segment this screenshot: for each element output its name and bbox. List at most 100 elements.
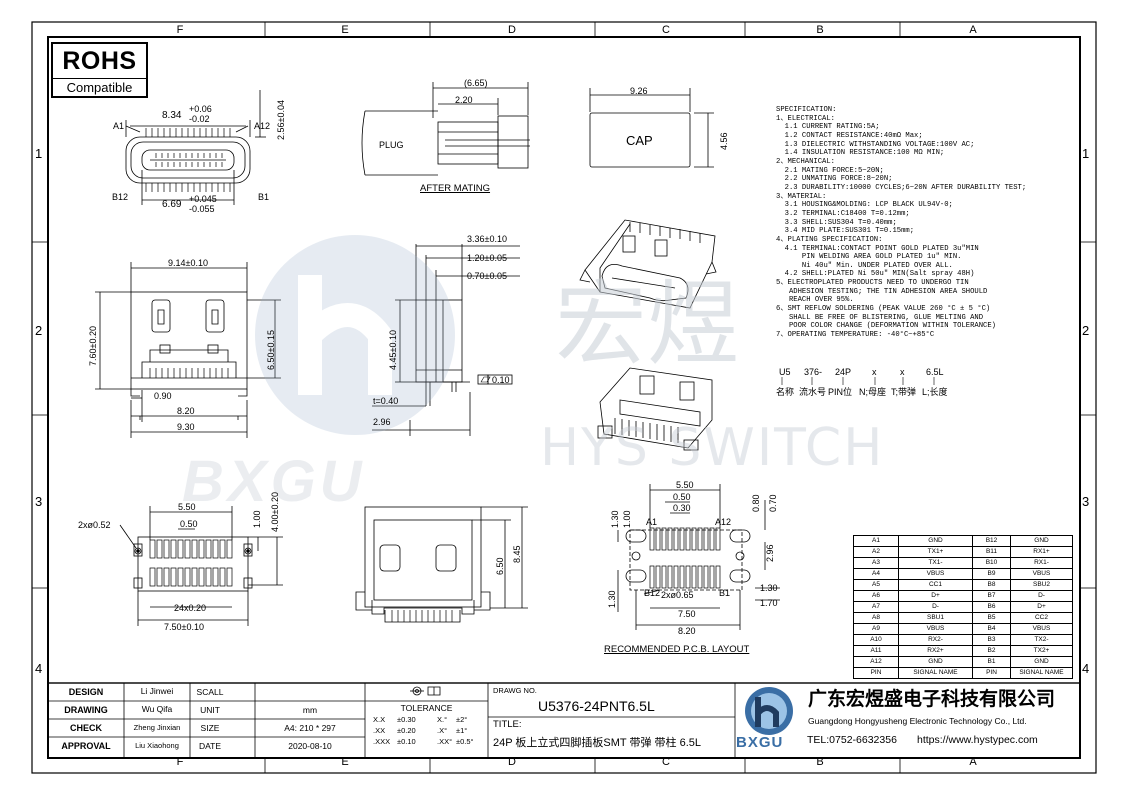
zone-col-a-bottom: A [969, 756, 977, 768]
pin-table-cell: SBU2 [1010, 579, 1073, 591]
rear-dim-650: 6.50 [495, 557, 505, 575]
side-flatness: 0.10 [492, 375, 510, 385]
pin-table-cell: TX1+ [898, 546, 973, 558]
dim-overall: (6.65) [464, 78, 488, 88]
front-dim-090: 0.90 [154, 391, 172, 401]
cap-label: CAP [626, 133, 653, 148]
pin-table-cell: RX1+ [1010, 546, 1073, 558]
watermark-logo-mark [255, 235, 455, 435]
tol-1-2: .X° [437, 726, 448, 735]
pin-table-cell: A12 [853, 656, 899, 668]
front-dim-left: 7.60±0.20 [88, 326, 98, 366]
pn-code-0: U5 [779, 367, 791, 377]
dim-width-tol-minus: -0.02 [189, 114, 210, 124]
front-dim-930: 9.30 [177, 422, 195, 432]
zone-col-c-bottom: C [662, 756, 670, 768]
front-dim-top: 9.14±0.10 [168, 258, 208, 268]
title-text: 24P 板上立式四脚插板SMT 带弹 带柱 6.5L [493, 737, 702, 749]
zone-col-f-bottom: F [176, 756, 184, 768]
pin-table-cell: RX2+ [898, 645, 973, 657]
zone-row-1-right: 1 [1082, 146, 1090, 161]
tol-2-2: .XX° [437, 737, 453, 746]
spec-line: 2.2 UNMATING FORCE:8~20N; [776, 175, 893, 184]
label-a12: A12 [254, 121, 271, 131]
rohs-title: ROHS [62, 47, 137, 75]
zone-col-e: E [341, 24, 349, 36]
pin-table-cell: B5 [972, 612, 1011, 624]
pin-table-header-cell: PIN [972, 667, 1011, 679]
pn-code-5: 6.5L [926, 367, 944, 377]
pcb-dim-130-top: 1.30 [610, 510, 620, 528]
pcb-dim-296: 2.96 [765, 544, 775, 562]
pin-table-cell: D- [898, 601, 973, 613]
watermark-cn: 宏煜 [555, 271, 740, 378]
pin-table-cell: B1 [972, 656, 1011, 668]
design-label: DESIGN [68, 687, 104, 697]
tol-0-0: X.X [373, 715, 386, 724]
zone-row-4: 4 [35, 661, 43, 676]
pin-table-cell: A7 [853, 601, 899, 613]
drawing-name: Wu Qifa [141, 704, 173, 714]
pcb-dim-750: 7.50 [678, 609, 696, 619]
spec-line: 5、ELECTROPLATED PRODUCTS NEED TO UNDERGO… [776, 279, 969, 288]
spec-line: 3.2 TERMINAL:C18400 T=0.12mm; [776, 209, 910, 218]
bottom-dim-100: 1.00 [252, 510, 262, 528]
spec-line: 1.2 CONTACT RESISTANCE:40mΩ Max; [776, 131, 923, 140]
tol-2-1: ±0.10 [397, 737, 416, 746]
pin-table-cell: GND [898, 656, 973, 668]
pin-table-cell: SBU1 [898, 612, 973, 624]
pin-table-cell: A1 [853, 535, 899, 547]
front-dim-820: 8.20 [177, 406, 195, 416]
unit-value: mm [302, 705, 318, 715]
spec-line: ADHESION TESTING; THE TIN ADHESION AREA … [776, 287, 988, 296]
pcb-dim-holes: 2xø0.65 [661, 590, 694, 600]
pin-table-cell: TX2- [1010, 634, 1073, 646]
company-logo-text: BXGU [736, 734, 784, 751]
spec-line: 2、MECHANICAL: [776, 157, 835, 166]
pcb-dim-550: 5.50 [676, 480, 694, 490]
pin-table-cell: B6 [972, 601, 1011, 613]
design-name: Li Jinwei [140, 686, 174, 696]
pin-table-cell: A2 [853, 546, 899, 558]
spec-line: 7、OPERATING TEMPERATURE: -40°C~+85°C [776, 331, 935, 340]
zone-col-d: D [508, 24, 516, 36]
pin-table-cell: GND [898, 535, 973, 547]
drawing-number: U5376-24PNT6.5L [538, 698, 655, 714]
spec-line: 2.1 MATING FORCE:5~20N; [776, 166, 884, 175]
pin-table-cell: VBUS [898, 568, 973, 580]
zone-col-b-bottom: B [816, 756, 824, 768]
pin-table-cell: A3 [853, 557, 899, 569]
spec-line: 3.1 HOUSING&MOLDING: LCP BLACK UL94V-0; [776, 201, 953, 210]
pn-meaning-2: PIN位 [828, 387, 853, 397]
zone-row-3: 3 [35, 494, 43, 509]
pin-table-cell: B8 [972, 579, 1011, 591]
check-name: Zheng Jinxian [133, 723, 181, 732]
pin-table-cell: TX1- [898, 557, 973, 569]
bottom-dim-050: 0.50 [180, 519, 198, 529]
rohs-badge: ROHS Compatible [51, 42, 148, 98]
dim-inner-tol-minus: -0.055 [189, 204, 215, 214]
pin-table-cell: A6 [853, 590, 899, 602]
scale-label: SCALL [196, 687, 224, 697]
pin-table-cell: A10 [853, 634, 899, 646]
spec-line: 4.2 SHELL:PLATED Ni 50u" MIN(Salt spray … [776, 270, 975, 279]
pcb-dim-030: 0.30 [673, 503, 691, 513]
zone-col-a: A [969, 24, 977, 36]
spec-line: 3、MATERIAL: [776, 192, 827, 201]
spec-line: 1、ELECTRICAL: [776, 114, 835, 123]
pcb-dim-820: 8.20 [678, 626, 696, 636]
zone-row-3-right: 3 [1082, 494, 1090, 509]
zone-col-e-bottom: E [341, 756, 349, 768]
pn-code-3: x [872, 367, 877, 377]
plug-label: PLUG [379, 140, 404, 150]
pcb-dim-070: 0.70 [768, 494, 778, 512]
drawing-label: DRAWING [64, 705, 108, 715]
zone-row-1: 1 [35, 146, 43, 161]
pin-table-cell: TX2+ [1010, 645, 1073, 657]
